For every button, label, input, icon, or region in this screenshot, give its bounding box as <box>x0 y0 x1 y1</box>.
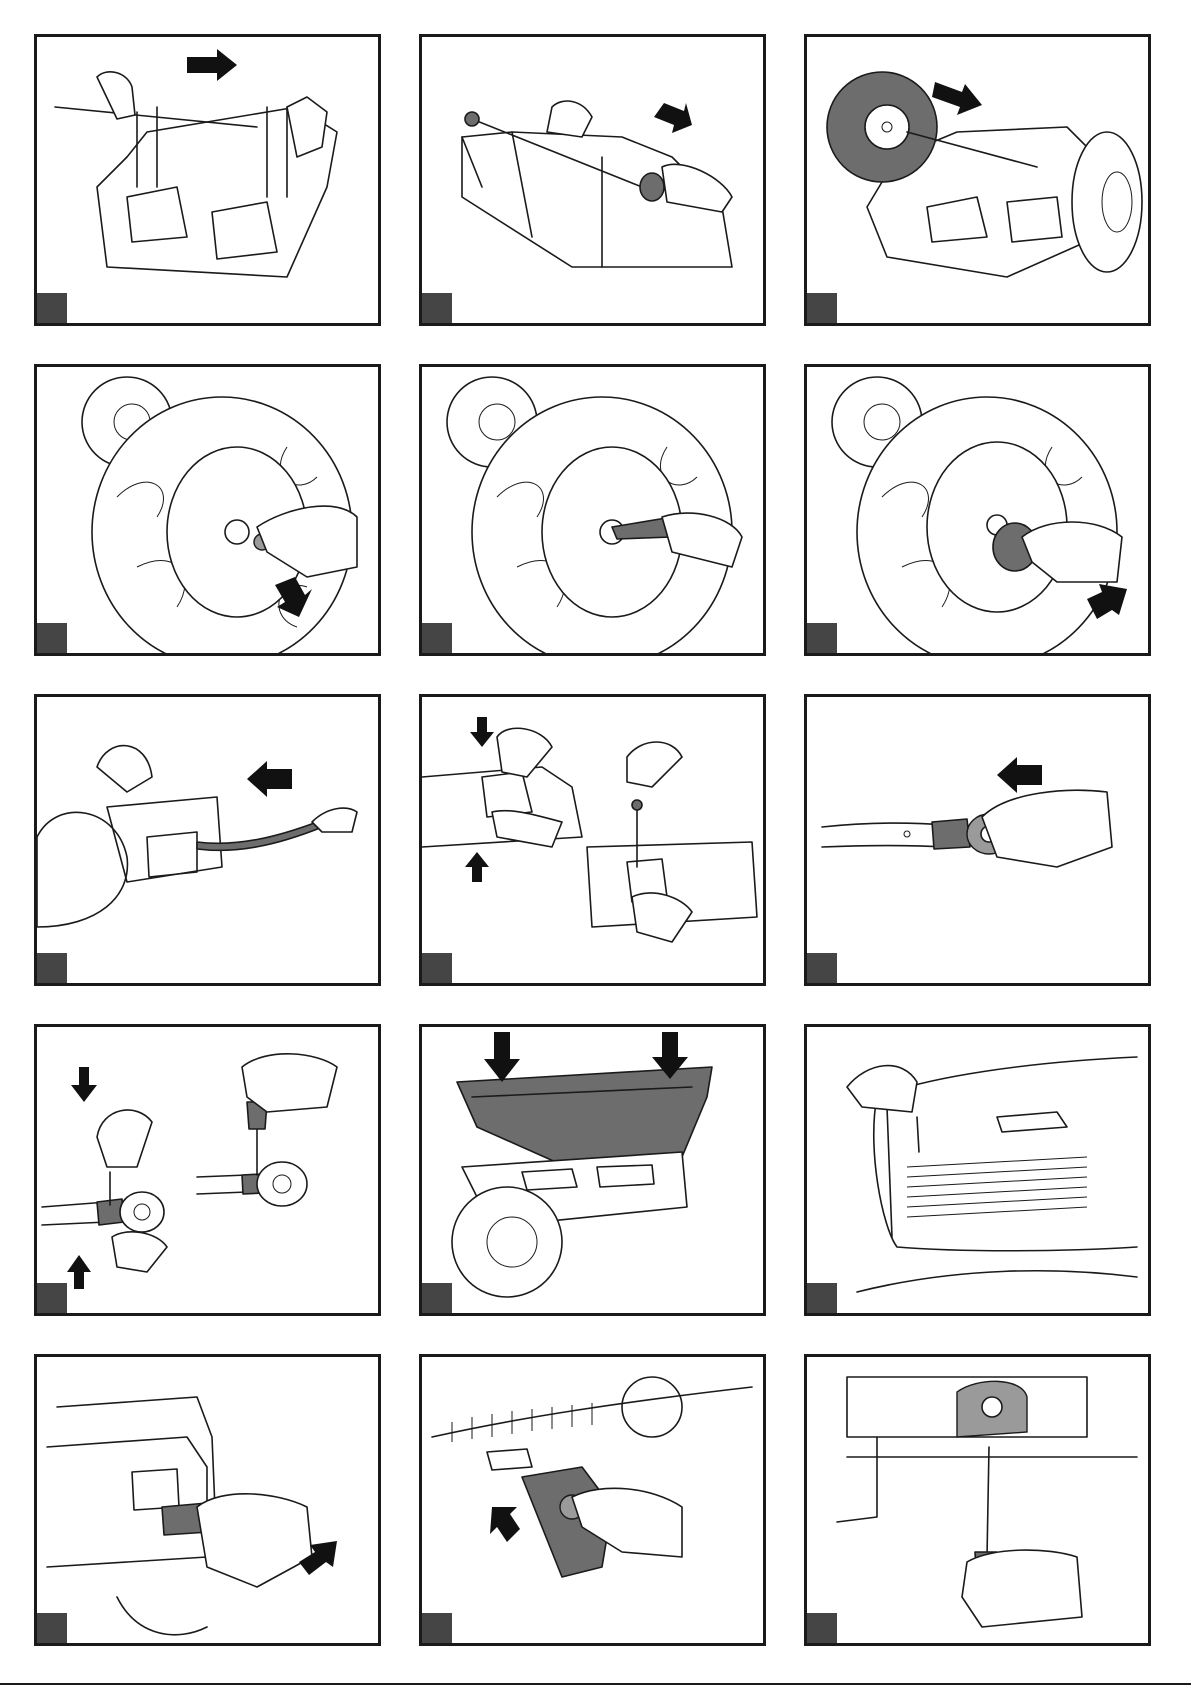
front-screw-illustration <box>807 1027 1148 1313</box>
step-badge <box>422 293 452 323</box>
steering-rod-insert-illustration <box>37 697 378 983</box>
panel-11 <box>419 1024 766 1316</box>
body-placement-illustration <box>422 1027 763 1313</box>
step-badge <box>422 1283 452 1313</box>
battery-connector-illustration <box>37 1357 378 1643</box>
step-badge <box>422 953 452 983</box>
steering-column-fit-illustration <box>807 697 1148 983</box>
step-badge <box>807 953 837 983</box>
step-badge <box>37 1283 67 1313</box>
panel-12 <box>804 1024 1151 1316</box>
step-badge <box>807 293 837 323</box>
step-badge <box>422 1613 452 1643</box>
pedal-insert-illustration <box>422 1357 763 1643</box>
panel-9 <box>804 694 1151 986</box>
panel-2 <box>419 34 766 326</box>
panel-4 <box>34 364 381 656</box>
panel-3 <box>804 34 1151 326</box>
step-badge <box>37 623 67 653</box>
panel-6 <box>804 364 1151 656</box>
rear-axle-insert-illustration <box>37 37 378 323</box>
steering-wheel-screw-illustration <box>37 1027 378 1313</box>
panel-10 <box>34 1024 381 1316</box>
step-badge <box>37 1613 67 1643</box>
steering-bracket-screws-illustration <box>422 697 763 983</box>
panel-15 <box>804 1354 1151 1646</box>
panel-1 <box>34 34 381 326</box>
step-badge <box>807 623 837 653</box>
hub-cap-illustration <box>807 367 1148 653</box>
panel-14 <box>419 1354 766 1646</box>
step-badge <box>37 953 67 983</box>
step-badge <box>37 293 67 323</box>
step-badge <box>422 623 452 653</box>
step-badge <box>807 1613 837 1643</box>
panel-13 <box>34 1354 381 1646</box>
tighten-nut-illustration <box>422 367 763 653</box>
axle-spacer-illustration <box>422 37 763 323</box>
washer-on-axle-illustration <box>37 367 378 653</box>
seat-bracket-screw-illustration <box>807 1357 1148 1643</box>
panel-7 <box>34 694 381 986</box>
step-badge <box>807 1283 837 1313</box>
rear-wheel-mount-illustration <box>807 37 1148 323</box>
panel-8 <box>419 694 766 986</box>
panel-5 <box>419 364 766 656</box>
